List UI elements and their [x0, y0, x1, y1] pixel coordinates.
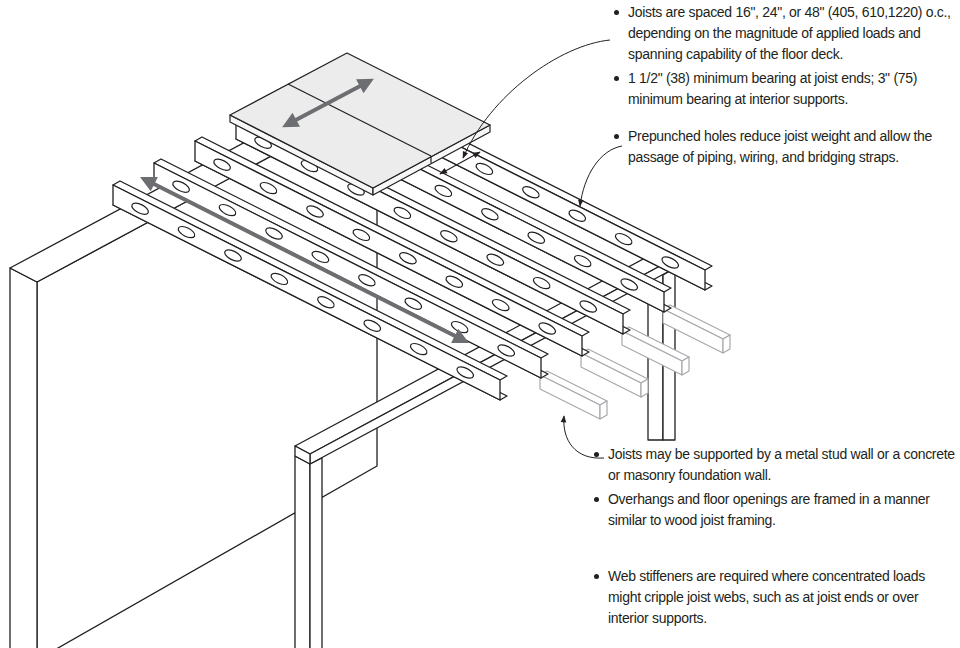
- callout-item: 1 1/2" (38) minimum bearing at joist end…: [628, 68, 956, 110]
- callout-note: Prepunched holes reduce joist weight and…: [628, 126, 956, 168]
- leader-line: [564, 416, 604, 458]
- leader-line: [580, 146, 622, 206]
- callout-item: Web stiffeners are required where concen…: [608, 566, 956, 629]
- span-arrow: [292, 84, 364, 122]
- bullet-dot: [614, 10, 619, 15]
- callout-item: Overhangs and floor openings are framed …: [608, 489, 956, 531]
- callout-note: Web stiffeners are required where concen…: [608, 566, 956, 629]
- callout-item: Prepunched holes reduce joist weight and…: [628, 126, 956, 168]
- floor-deck: [230, 53, 490, 195]
- spacing-dimension: [440, 152, 480, 174]
- span-arrow: [150, 182, 459, 338]
- callout-item: Joists may be supported by a metal stud …: [608, 444, 956, 486]
- bullet-dot: [614, 76, 619, 81]
- bullet-dot: [614, 134, 619, 139]
- bullet-dot: [594, 452, 599, 457]
- leader-line: [463, 40, 610, 158]
- callout-note: Joists may be supported by a metal stud …: [608, 444, 956, 486]
- callout-note: Overhangs and floor openings are framed …: [608, 489, 956, 531]
- callout-item: Joists are spaced 16", 24", or 48" (405,…: [628, 2, 956, 65]
- callout-note: 1 1/2" (38) minimum bearing at joist end…: [628, 68, 956, 110]
- bullet-dot: [594, 574, 599, 579]
- callout-note: Joists are spaced 16", 24", or 48" (405,…: [628, 2, 956, 65]
- bullet-dot: [594, 497, 599, 502]
